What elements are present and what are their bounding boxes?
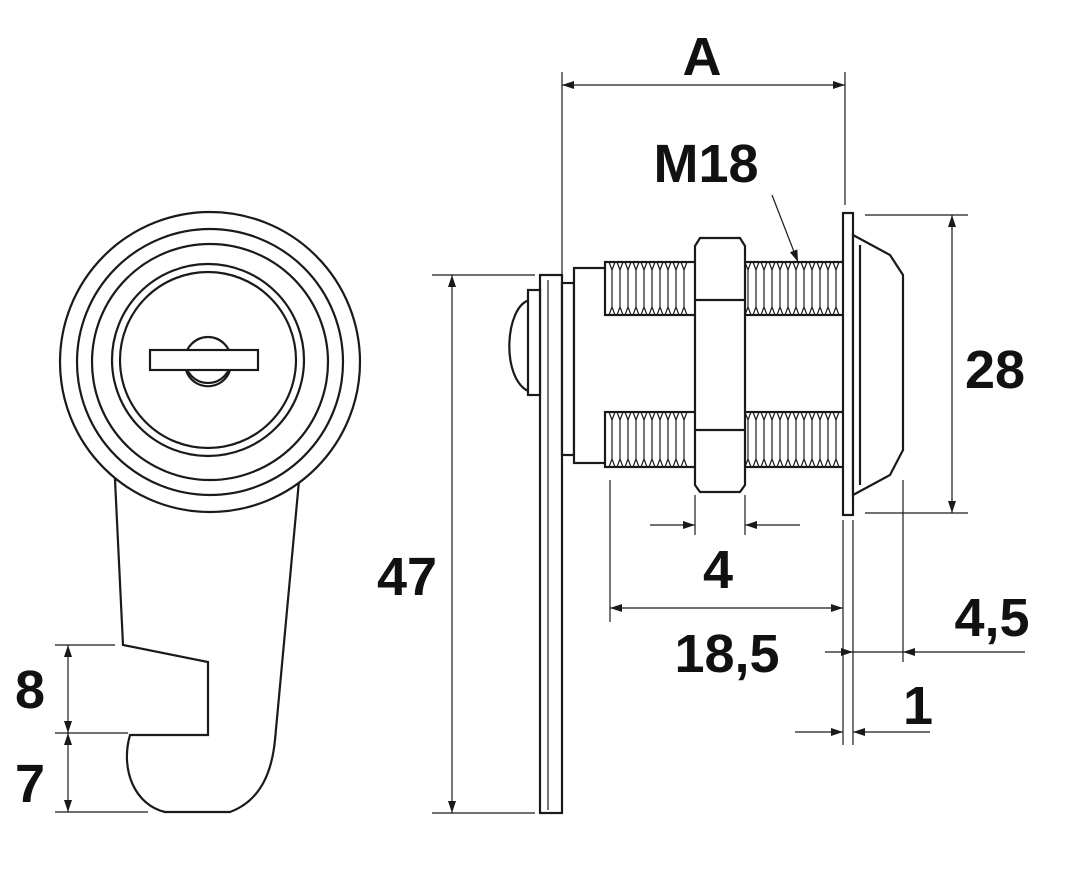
thread-tooth — [752, 261, 760, 316]
thread-tooth — [608, 411, 616, 468]
thread-tooth — [624, 411, 632, 468]
side-view — [508, 211, 905, 815]
thread-tooth — [632, 261, 640, 316]
thread-tooth — [768, 261, 776, 316]
label-cam-hook: 7 — [15, 754, 45, 814]
thread-tooth — [680, 261, 688, 316]
thread-tooth — [816, 411, 824, 468]
dimension-labels: A M18 28 47 4 18,5 4,5 1 8 7 — [15, 27, 1030, 814]
thread-tooth — [768, 411, 776, 468]
thread-tooth — [760, 261, 768, 316]
thread-tooth — [672, 411, 680, 468]
label-flange-thickness: 1 — [903, 676, 933, 736]
thread-tooth — [648, 411, 656, 468]
knob — [508, 298, 532, 394]
thread-tooth — [752, 411, 760, 468]
thread-tooth — [656, 261, 664, 316]
label-nut-thickness: 4 — [703, 540, 733, 600]
thread-tooth — [608, 261, 616, 316]
thread-tooth — [800, 411, 808, 468]
thread-tooth — [824, 411, 832, 468]
label-thread-length: 18,5 — [674, 624, 779, 684]
thread-tooth — [832, 411, 840, 468]
thread-tooth — [616, 411, 624, 468]
thread-tooth — [640, 261, 648, 316]
thread-tooth — [784, 411, 792, 468]
nut — [693, 236, 747, 494]
thread-tooth — [656, 411, 664, 468]
thread-tooth — [792, 411, 800, 468]
thread-tooth — [832, 261, 840, 316]
front-view — [58, 210, 362, 814]
thread-tooth — [672, 261, 680, 316]
thread-tooth — [616, 261, 624, 316]
thread-tooth — [624, 261, 632, 316]
key-slot — [148, 348, 260, 372]
label-thread: M18 — [653, 134, 758, 194]
thread-tooth — [808, 411, 816, 468]
thread-tooth — [632, 411, 640, 468]
thread-tooth — [792, 261, 800, 316]
thread-tooth — [776, 261, 784, 316]
thread-tooth — [784, 261, 792, 316]
thread-tooth — [776, 411, 784, 468]
dimension-lines — [55, 72, 1025, 814]
label-head-height: 4,5 — [954, 588, 1029, 648]
thread-tooth — [816, 261, 824, 316]
thread-tooth — [664, 261, 672, 316]
thread-tooth — [808, 261, 816, 316]
label-head-diameter: 28 — [965, 340, 1025, 400]
thread-tooth — [680, 411, 688, 468]
thread-tooth — [760, 411, 768, 468]
thread-tooth — [824, 261, 832, 316]
label-cam-step: 8 — [15, 660, 45, 720]
thread-tooth — [640, 411, 648, 468]
thread-tooth — [648, 261, 656, 316]
cam-plate — [538, 273, 564, 815]
label-cam-length: 47 — [377, 547, 437, 607]
thread-tooth — [664, 411, 672, 468]
flange — [841, 211, 855, 517]
thread-tooth — [800, 261, 808, 316]
label-a: A — [683, 27, 722, 87]
lock-head — [851, 233, 905, 497]
cam-arm — [113, 468, 302, 814]
